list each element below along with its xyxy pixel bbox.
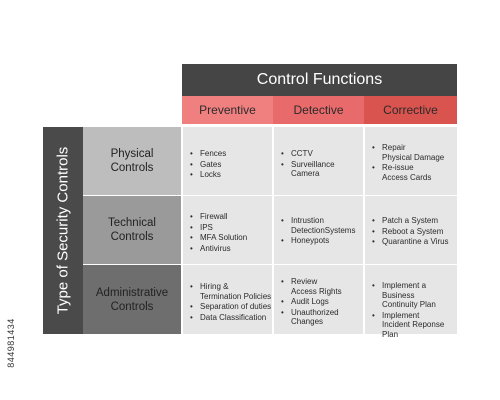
list-item: Audit Logs — [281, 297, 363, 307]
list-item: Gates — [190, 160, 272, 170]
list-item-line: DetectionSystems — [291, 225, 356, 235]
list-item: Firewall — [190, 212, 272, 222]
list-item: Hiring &Termination Policies — [190, 282, 272, 301]
list-item-line: Camera — [291, 169, 320, 178]
cell-physical-preventive: Fences Gates Locks — [183, 127, 272, 195]
list-item: Patch a System — [372, 216, 457, 226]
list-item-line: Physical Damage — [382, 152, 445, 162]
list-item: Data Classification — [190, 313, 272, 323]
row-label-line: Administrative — [95, 286, 169, 299]
row-label-line: Technical — [108, 217, 156, 229]
list-item: Reboot a System — [372, 227, 457, 237]
row-label-line: Controls — [110, 231, 154, 243]
list-item: Locks — [190, 170, 272, 180]
list-item-line: Surveillance — [291, 159, 335, 169]
column-header-detective: Detective — [273, 96, 364, 124]
type-of-security-controls-band: Type of Security Controls — [43, 127, 83, 334]
list-item: IPS — [190, 223, 272, 233]
list-item-line: Incident Reponse Plan — [382, 320, 445, 339]
cell-technical-corrective: Patch a System Reboot a System Quarantin… — [365, 196, 457, 264]
list-item: Fences — [190, 149, 272, 159]
control-functions-header: Control Functions — [182, 64, 457, 96]
column-header-preventive: Preventive — [182, 96, 273, 124]
row-label-line: Controls — [110, 162, 154, 174]
list-item-line: Repair — [382, 143, 406, 152]
row-label-line: Physical — [110, 148, 154, 160]
list-item-line: Hiring & — [200, 282, 229, 291]
list-item-line: Implement a Business — [382, 281, 427, 300]
list-item: MFA Solution — [190, 233, 272, 243]
list-item-line: Changes — [291, 317, 324, 326]
side-label: Type of Security Controls — [54, 146, 72, 315]
cell-technical-preventive: Firewall IPS MFA Solution Antivirus — [183, 196, 272, 264]
image-id-watermark: 844981434 — [4, 288, 18, 398]
list-item: Quarantine a Virus — [372, 237, 457, 247]
column-header-corrective: Corrective — [364, 96, 457, 124]
list-item-line: Access Rights — [291, 286, 342, 296]
list-item-line: Unauthorized — [291, 307, 339, 317]
list-item-line: Review — [291, 277, 318, 286]
cell-administrative-preventive: Hiring &Termination Policies Separation … — [183, 265, 272, 334]
list-item: Antivirus — [190, 244, 272, 254]
list-item: CCTV — [281, 149, 363, 159]
image-id-text: 844981434 — [6, 318, 16, 368]
row-label-line: Controls — [110, 300, 154, 313]
list-item-line: Implement — [382, 310, 420, 320]
list-item-line: Re-issue — [382, 163, 414, 172]
list-item-line: Continuity Plan — [382, 300, 436, 309]
list-item-line: Access Cards — [382, 172, 432, 182]
list-item-line: Intrustion — [291, 216, 324, 225]
list-item: Honeypots — [281, 236, 363, 246]
list-item: Separation of duties — [190, 302, 272, 312]
list-item-line: Termination Policies — [200, 291, 272, 301]
